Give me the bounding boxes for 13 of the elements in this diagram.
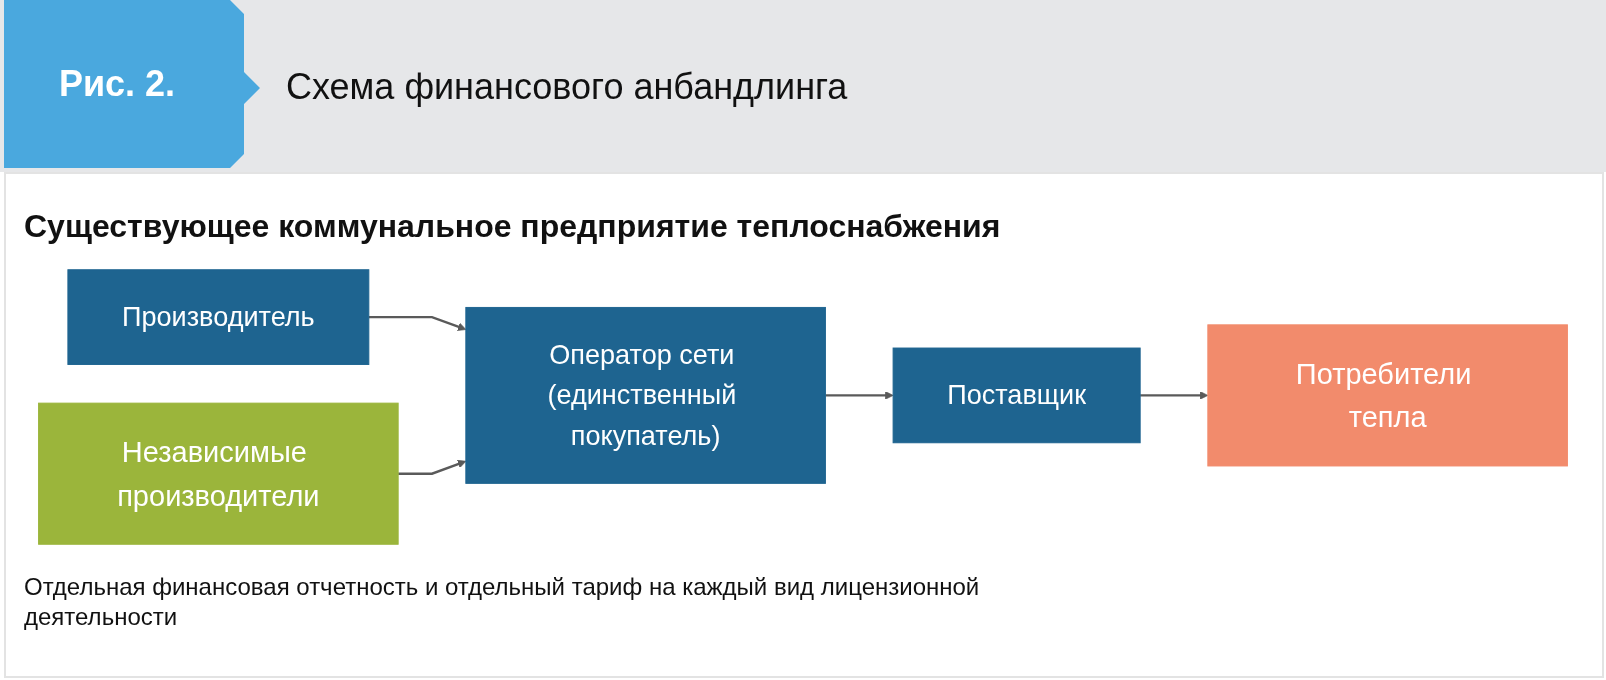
- arrow: [398, 459, 467, 475]
- node-box: Оператор сети (единственный покупатель): [465, 306, 826, 484]
- node-box: Поставщик: [892, 347, 1141, 444]
- node-box: Независимые производители: [38, 402, 399, 545]
- node-box: Производитель: [67, 269, 370, 365]
- node-box: Потребители тепла: [1207, 324, 1568, 467]
- arrow: [825, 391, 894, 400]
- figure-number-tab: Рис. 2.: [4, 0, 260, 168]
- section-heading: Существующее коммунальное предприятие теплоснабжения: [24, 208, 1001, 245]
- note-text: Отдельная финансовая отчетность и отдельный тариф на каждый вид лицензионной деятельности: [24, 572, 981, 632]
- arrow: [1140, 391, 1209, 400]
- diagram-title: Схема финансового анбандлинга: [286, 66, 848, 108]
- arrow: [368, 315, 467, 331]
